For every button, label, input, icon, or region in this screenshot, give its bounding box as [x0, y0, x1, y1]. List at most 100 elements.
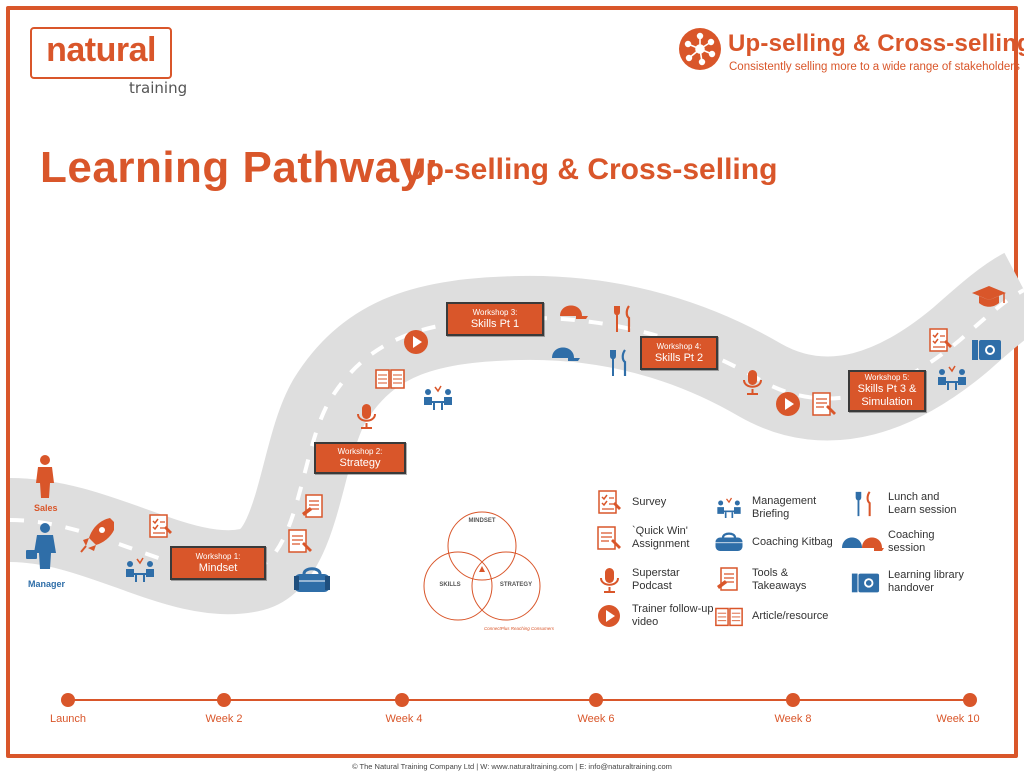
lunch-icon — [855, 491, 871, 517]
coaching-session-icon — [842, 537, 884, 551]
workshop-2-box: Workshop 2: Strategy — [314, 442, 406, 474]
venn-diagram: MINDSET SKILLS STRATEGY ConnectPlus Reac… — [416, 508, 554, 636]
workshop-2-subject: Strategy — [339, 456, 381, 469]
workshop-4-subject: Skills Pt 2 — [654, 351, 704, 364]
article-icon — [715, 607, 743, 627]
video-icon — [776, 392, 800, 416]
workshop-5-title: Workshop 5: — [864, 373, 910, 382]
podcast-icon — [600, 568, 619, 593]
logo-word: natural — [46, 31, 156, 69]
legend-item-coaching-session: Coaching session — [840, 528, 958, 556]
legend-item-lunch: Lunch and Learn session — [850, 490, 968, 518]
legend-label: Superstar Podcast — [632, 567, 680, 592]
logo-sub: training — [126, 79, 191, 97]
management-briefing-icon — [424, 385, 452, 410]
legend-label: Tools & Takeaways — [752, 567, 807, 592]
legend-label: `Quick Win' Assignment — [632, 525, 690, 550]
video-icon — [404, 330, 428, 354]
timeline-dot — [963, 693, 977, 707]
workshop-3-title: Workshop 3: — [472, 307, 518, 317]
workshop-1-box: Workshop 1: Mindset — [170, 546, 266, 580]
management-briefing-icon — [126, 557, 154, 582]
legend-item-survey: Survey — [594, 488, 722, 516]
legend-label: Coaching Kitbag — [752, 535, 833, 548]
rocket-icon — [80, 518, 114, 553]
page-subtitle: Up-selling & Cross-selling — [404, 153, 778, 186]
legend-item-library: Learning library handover — [850, 568, 968, 596]
workshop-3-subject: Skills Pt 1 — [470, 317, 520, 330]
tools-icon — [302, 494, 323, 518]
timeline-dot — [217, 693, 231, 707]
timeline-label-launch: Launch — [49, 713, 87, 725]
manager-label: Manager — [28, 579, 66, 589]
legend-item-tools: Tools & Takeaways — [714, 566, 842, 594]
graduation-cap-icon — [972, 286, 1006, 307]
brand-title: Up-selling & Cross-selling — [728, 30, 1024, 57]
legend-item-podcast: Superstar Podcast — [594, 566, 722, 594]
lunch-icon — [614, 305, 631, 332]
legend-label: Coaching session — [888, 529, 935, 554]
survey-icon — [929, 328, 952, 352]
timeline-dot — [61, 693, 75, 707]
workshop-4-box: Workshop 4: Skills Pt 2 — [640, 336, 718, 370]
timeline-dot — [395, 693, 409, 707]
kitbag-icon — [715, 532, 743, 551]
library-icon — [851, 573, 880, 593]
natural-training-logo: natural training — [30, 27, 191, 97]
legend-label: Trainer follow-up video — [632, 603, 714, 628]
legend-label: Article/resource — [752, 609, 829, 622]
survey-icon — [598, 490, 621, 514]
legend-item-kitbag: Coaching Kitbag — [714, 528, 842, 556]
brand-subtitle: Consistently selling more to a wide rang… — [729, 61, 1020, 73]
kitbag-icon — [294, 567, 330, 592]
timeline-label-week-8: Week 8 — [774, 713, 812, 725]
network-icon — [679, 28, 721, 70]
workshop-4-title: Workshop 4: — [656, 341, 702, 351]
workshop-1-subject: Mindset — [198, 561, 238, 574]
venn-circles — [423, 511, 541, 621]
venn-skills: SKILLS — [439, 582, 461, 588]
timeline-label-week-10: Week 10 — [936, 713, 980, 725]
podcast-icon — [357, 404, 376, 429]
cap-icon — [552, 347, 580, 361]
quick-win-icon — [597, 526, 621, 550]
page-title: Learning Pathway: — [40, 143, 440, 192]
salesperson-icon — [36, 455, 54, 498]
footer-text: © The Natural Training Company Ltd | W: … — [352, 762, 672, 771]
workshop-5-subject: Skills Pt 3 & Simulation — [857, 383, 917, 408]
cap-icon — [560, 305, 588, 319]
venn-mindset: MINDSET — [468, 518, 496, 524]
podcast-icon — [743, 370, 762, 395]
timeline-label-week-4: Week 4 — [385, 713, 423, 725]
workshop-1-title: Workshop 1: — [195, 551, 241, 561]
sales-label: Sales — [34, 503, 58, 513]
legend-label: Management Briefing — [752, 495, 817, 520]
venn-strategy: STRATEGY — [499, 582, 533, 588]
workshop-5-box: Workshop 5: Skills Pt 3 & Simulation — [848, 370, 926, 412]
survey-icon — [149, 514, 172, 538]
legend-item-article: Article/resource — [714, 602, 852, 630]
management-briefing-icon — [717, 497, 741, 518]
article-icon — [375, 369, 405, 389]
timeline-dot — [589, 693, 603, 707]
legend-item-video: Trainer follow-up video — [594, 602, 722, 630]
legend-label: Learning library handover — [888, 569, 964, 594]
library-icon — [972, 340, 1001, 360]
logo-box — [30, 27, 172, 79]
page-frame — [6, 6, 1018, 758]
management-briefing-icon — [938, 365, 966, 390]
tools-icon — [717, 567, 738, 591]
timeline-label-week-6: Week 6 — [577, 713, 615, 725]
legend-item-quick-win: `Quick Win' Assignment — [594, 524, 722, 552]
legend-item-management-briefing: Management Briefing — [714, 494, 842, 522]
manager-icon — [26, 523, 56, 569]
video-icon — [598, 605, 620, 627]
workshop-3-box: Workshop 3: Skills Pt 1 — [446, 302, 544, 336]
workshop-2-title: Workshop 2: — [337, 446, 383, 456]
timeline-dot — [786, 693, 800, 707]
legend-label: Survey — [632, 495, 667, 508]
legend-label: Lunch and Learn session — [888, 491, 957, 516]
quick-win-icon — [288, 529, 312, 553]
venn-credit: ConnectPlus Reaching Consumers — [484, 626, 555, 631]
quick-win-icon — [812, 392, 836, 416]
